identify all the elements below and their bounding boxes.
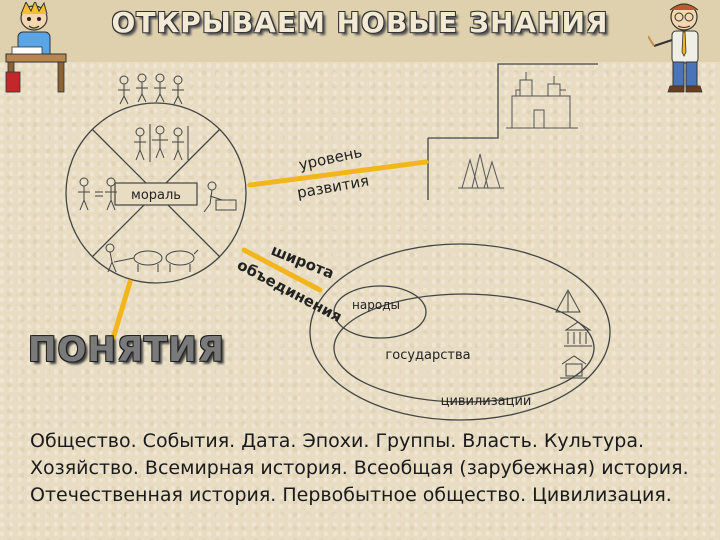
pyramid-icon [555, 288, 581, 313]
plowing-oxen-icon [105, 243, 199, 273]
header-band [0, 0, 720, 62]
peoples-label: народы [352, 298, 400, 312]
people-dancing-icon [118, 73, 184, 105]
morality-label: мораль [131, 188, 181, 203]
figures-equals-icon [78, 177, 117, 211]
nested-ellipses [309, 243, 611, 421]
concepts-heading: ПОНЯТИЯ [28, 330, 225, 370]
morality-wheel [65, 102, 247, 284]
civilizations-label: цивилизации [441, 394, 532, 409]
scribe-icon [203, 181, 237, 213]
student-at-desk-illustration [5, 2, 67, 93]
warriors-icon [134, 124, 189, 162]
page-title: ОТКРЫВАЕМ НОВЫЕ ЗНАНИЯ [111, 6, 609, 39]
states-label: государства [385, 348, 470, 363]
temple-icon [564, 321, 592, 347]
concepts-list: Общество. События. Дата. Эпохи. Группы. … [30, 430, 689, 506]
connector-lines [109, 159, 429, 345]
castle-icon [506, 72, 578, 129]
pagoda-icon [560, 355, 588, 379]
tents-icon [458, 153, 504, 189]
development-steps [427, 63, 598, 200]
teacher-illustration [648, 3, 703, 93]
